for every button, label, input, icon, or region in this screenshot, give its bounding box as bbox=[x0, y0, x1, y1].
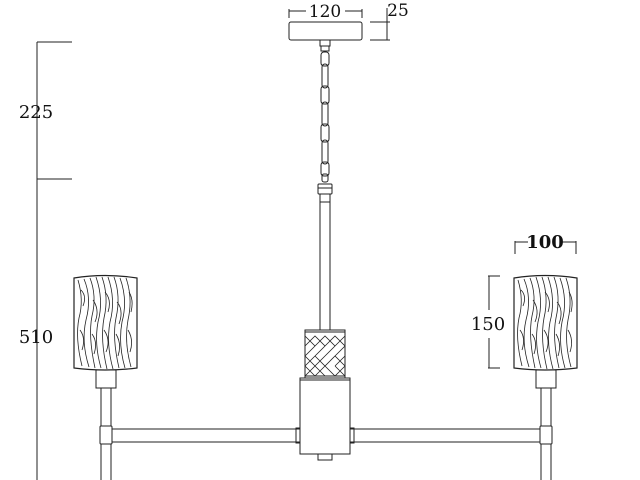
center-body bbox=[299, 377, 351, 461]
stem bbox=[317, 183, 333, 330]
shade-height-dim-lines bbox=[488, 275, 500, 369]
total-height-label: 510 bbox=[19, 327, 53, 348]
canopy-height-label: 25 bbox=[387, 1, 409, 21]
canopy-width-dim-lines bbox=[288, 9, 363, 18]
right-shade bbox=[513, 274, 578, 389]
canopy bbox=[288, 21, 363, 52]
left-shade bbox=[73, 274, 138, 389]
chain bbox=[320, 51, 330, 183]
shade-height-label: 150 bbox=[471, 314, 505, 335]
shade-width-label: 100 bbox=[526, 232, 564, 253]
canopy-width-label: 120 bbox=[309, 2, 341, 22]
center-glass bbox=[304, 329, 346, 379]
drop-height-label: 225 bbox=[19, 102, 53, 123]
arms bbox=[99, 388, 553, 480]
height-dim-lines bbox=[36, 41, 72, 480]
canopy-height-dim-lines bbox=[370, 8, 390, 41]
shade-width-dim-lines bbox=[514, 241, 577, 254]
